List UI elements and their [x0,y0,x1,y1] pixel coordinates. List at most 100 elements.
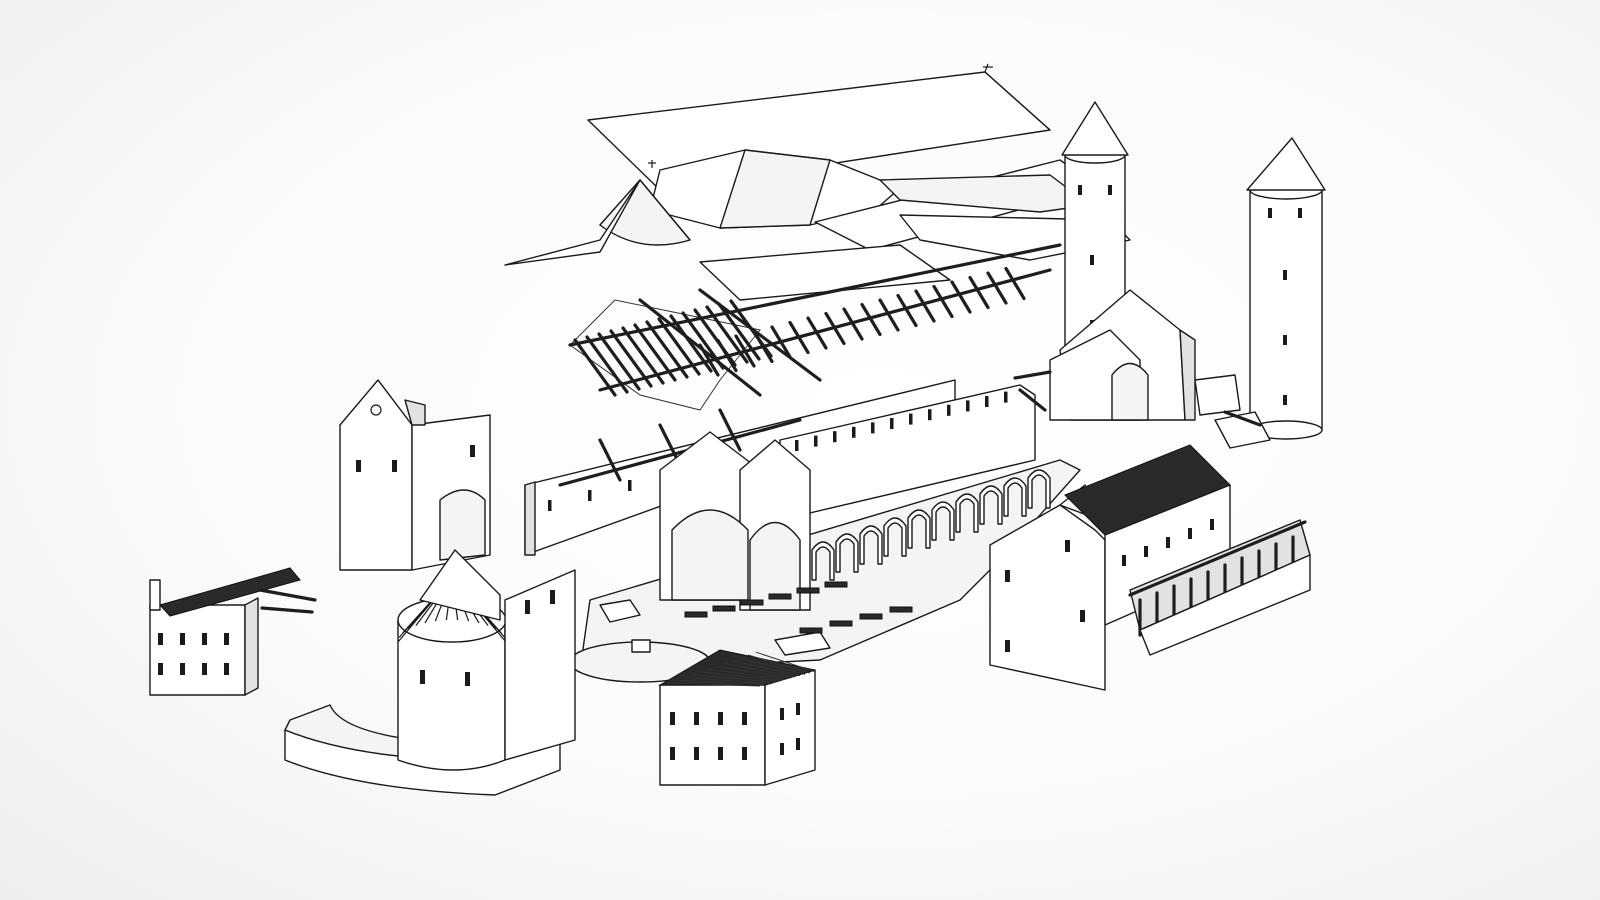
shed-left-wall [149,604,246,696]
arcade-arch [931,501,955,541]
roof-slat [691,674,776,683]
clerestory-window [890,418,894,429]
arcade-arch [1027,469,1051,509]
front-block-window [780,708,784,720]
west-towers [1013,101,1326,449]
shed-window [158,633,163,645]
choir-stall [829,620,853,627]
clerestory-window [966,400,970,412]
truss-rafter [950,280,972,314]
front-block-window [670,712,675,725]
choir-stall [859,613,883,620]
arcade-arch [811,541,835,581]
arcade-arch [883,517,907,557]
roof-slat [699,671,781,682]
roof-slat [715,665,791,679]
arcade-arch [835,533,859,573]
east-window [1005,640,1010,652]
east-window [1144,546,1148,557]
clerestory-window [985,396,989,407]
choir-stall [824,581,848,588]
clerestory-window [909,413,913,425]
truss-rafter [968,275,990,310]
reading-desk [774,631,831,656]
clerestory-window [1004,391,1008,403]
roof-slat [739,657,806,675]
hall-beam [1128,520,1307,597]
shed-window [224,633,229,645]
truss-crossbeam [638,298,762,397]
east-window [1080,610,1085,622]
choir-stall [684,611,708,618]
clerestory-window [833,431,837,443]
roof-slat [667,682,761,687]
choir-stall [740,599,764,606]
nave-walls [524,379,1081,683]
front-block-window [742,747,747,760]
shed-window [202,633,207,645]
truss-rafter [914,289,936,323]
arcade-arch [955,493,979,533]
shed-window [158,663,163,675]
east-window [1065,540,1070,552]
truss-purlin [598,268,1052,392]
truss-ridge [568,243,1062,347]
front-block-window [742,712,747,725]
choir-stall [889,606,913,613]
roof-slat [747,654,811,674]
truss-rafter [878,298,900,332]
east-window [1188,528,1192,539]
east-window [1210,519,1214,530]
roof-slat [675,679,766,686]
timber-truss-layer [568,243,1062,411]
truss-crossbeam [698,288,822,382]
east-window [1166,537,1170,548]
shed-left [149,567,317,696]
aisle-window [628,480,632,491]
roof-slat [731,660,801,677]
truss-rafter [1004,266,1026,301]
chapel-tower-wall [504,569,576,761]
shed-left-roof [159,567,301,617]
arcade-arch [979,485,1003,525]
front-block-window [718,712,723,725]
truss-rafter [896,293,918,328]
east-range [989,444,1311,691]
clerestory-window [852,426,856,438]
arcade-arch [1003,477,1027,517]
front-block-window [780,743,784,755]
roof-slat [723,662,796,678]
shed-window [224,663,229,675]
front-block-window [670,747,675,760]
roof-slat [755,651,816,673]
roof-slat [707,668,786,680]
shed-window [180,633,185,645]
aisle-window [588,490,592,501]
front-block-window [796,703,800,715]
roof-layer [504,63,1131,301]
truss-rafter [585,335,629,394]
clerestory-window [871,422,875,434]
truss-rafter [573,338,617,397]
shed-window [202,663,207,675]
clerestory-window [795,440,799,451]
east-window [1005,570,1010,582]
choir-stall [712,605,736,612]
aisle-window [548,500,552,511]
west-tower-right [1249,189,1323,431]
front-block-wall [659,684,766,786]
truss-rafter [986,271,1008,305]
clerestory-window [814,435,818,447]
east-window [1122,555,1126,566]
shed-window [180,663,185,675]
round-chapel [284,549,576,796]
arcade-arch [859,525,883,565]
front-block-window [694,747,699,760]
choir-stall [768,593,792,600]
front-block-window [796,738,800,750]
truss-rafter [932,284,954,319]
choir-stall [799,627,823,634]
front-block-window [718,747,723,760]
